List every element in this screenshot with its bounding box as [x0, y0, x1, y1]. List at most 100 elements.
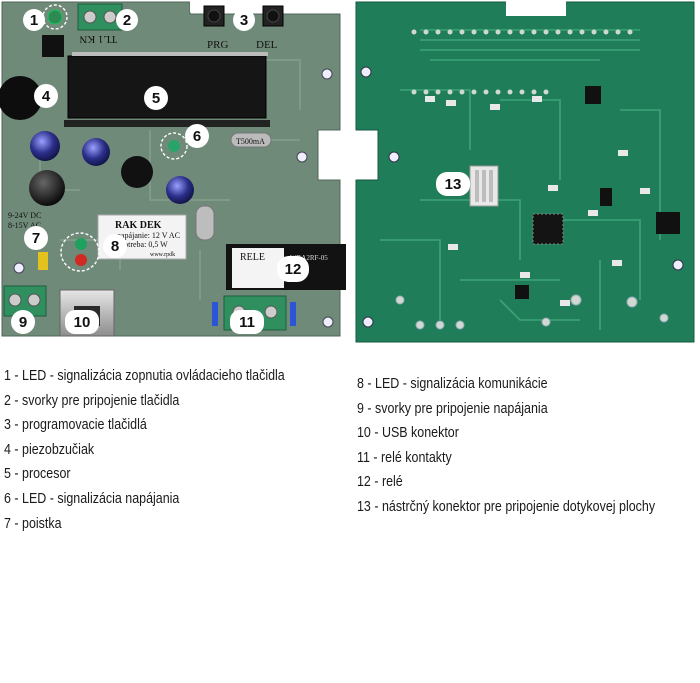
prg-button-cap [207, 9, 221, 23]
callout-6: 6 [185, 124, 209, 148]
callout-1: 1 [23, 9, 45, 31]
silk-tl-kn: TL1 KN [79, 33, 117, 45]
callout-8: 8 [103, 234, 127, 258]
mount-hole [388, 151, 400, 163]
legend-left-item: 1 - LED - signalizácia zopnutia ovládaci… [4, 368, 285, 384]
led-6 [168, 140, 180, 152]
capacitor [30, 131, 60, 161]
svg-text:9: 9 [19, 314, 27, 331]
legend-left-item: 3 - programovacie tlačidlá [4, 417, 147, 434]
callouts: 1 2 3 4 5 6 7 8 9 10 11 12 13 [11, 4, 470, 334]
screw [103, 10, 117, 24]
fuse-yellow [38, 252, 48, 270]
dashed-ring [160, 132, 188, 160]
svg-text:6: 6 [193, 128, 201, 145]
screw [83, 10, 97, 24]
svg-text:1: 1 [30, 12, 38, 29]
svg-text:10: 10 [74, 314, 91, 331]
capacitor [166, 176, 194, 204]
legend-right-item: 11 - relé kontakty [357, 449, 452, 466]
svg-text:7: 7 [32, 230, 40, 247]
callout-7: 7 [24, 226, 48, 250]
screw [8, 293, 22, 307]
legend-right-item: 12 - relé [357, 474, 403, 491]
screw [27, 293, 41, 307]
legend-right-item: 13 - nástrčný konektor pre pripojenie do… [357, 498, 656, 515]
label-line3: www.rpdk [150, 252, 175, 258]
back-traces [380, 29, 661, 330]
legend-left-item: 4 - piezobzučiak [4, 441, 95, 458]
ic-soic-2 [600, 188, 612, 206]
processor-socket [64, 120, 270, 127]
ic-soic [585, 86, 601, 104]
svg-text:5: 5 [152, 90, 160, 107]
label-line2: spotreba: 0,5 W [117, 240, 168, 249]
relay-label-text: RELE [240, 252, 265, 263]
label-title: RAK DEK [115, 220, 162, 231]
transistor-dark [656, 212, 680, 234]
silk-fuse: T500mA [236, 137, 265, 146]
connector-pins [475, 170, 493, 202]
legend-right-item: 9 - svorky pre pripojenie napájania [357, 400, 548, 417]
legend-right: 8 - LED - signalizácia komunikácie 9 - sv… [357, 372, 655, 520]
silk-voltage-dc: 9-24V DC [8, 211, 41, 220]
label-line1: napájanie: 12 V AC [117, 231, 180, 240]
smd-components [425, 96, 650, 306]
processor-chip [67, 55, 267, 119]
mount-hole [296, 151, 308, 163]
mount-hole [360, 66, 372, 78]
back-board [355, 0, 695, 343]
led-green [75, 238, 87, 250]
callout-11: 11 [230, 310, 264, 334]
blue-wire [290, 302, 296, 326]
dashed-ring [60, 232, 100, 272]
callout-2: 2 [116, 9, 138, 31]
del-button-cap [266, 9, 280, 23]
mount-hole [362, 316, 374, 328]
front-board: TL1 KN PRG DEL T500mA 9-24V DC 8-15V AC [0, 0, 350, 337]
mount-hole [322, 316, 334, 328]
pcb-photos: TL1 KN PRG DEL T500mA 9-24V DC 8-15V AC [0, 0, 695, 343]
ic-qfp [532, 213, 564, 245]
fuse-holder [230, 132, 272, 148]
screw [264, 305, 278, 319]
callout-13: 13 [436, 172, 470, 196]
relay-code: WRA2RF-05 [290, 254, 328, 262]
svg-text:13: 13 [445, 176, 462, 193]
svg-text:11: 11 [239, 314, 255, 331]
ic-sot [515, 285, 529, 299]
callout-3: 3 [233, 9, 255, 31]
back-notch [506, 0, 566, 16]
legend-left-item: 5 - procesor [4, 466, 71, 483]
callout-4: 4 [34, 84, 58, 108]
mount-hole [13, 262, 25, 274]
bottom-pads [395, 294, 669, 330]
callout-12: 12 [277, 256, 309, 282]
legend-right-item: 8 - LED - signalizácia komunikácie [357, 376, 548, 392]
svg-text:12: 12 [285, 261, 302, 278]
piezo-buzzer [0, 76, 42, 120]
mount-hole [672, 259, 684, 271]
svg-text:3: 3 [240, 12, 248, 29]
led-red [75, 254, 87, 266]
svg-text:2: 2 [123, 12, 131, 29]
chip-pins [72, 52, 268, 56]
relay-label [232, 248, 284, 288]
callout-9: 9 [11, 310, 35, 334]
legend-right-item: 10 - USB konektor [357, 425, 459, 442]
blue-wire [212, 302, 218, 326]
silk-prg: PRG [207, 39, 228, 51]
led-1 [47, 9, 63, 25]
silk-voltage-ac: 8-15V AC [8, 221, 41, 230]
pin-header-pads [411, 29, 633, 95]
legend-left-item: 2 - svorky pre pripojenie tlačidla [4, 392, 180, 409]
ic-small [42, 35, 64, 57]
legend-left-item: 6 - LED - signalizácia napájania [4, 490, 180, 507]
capacitor-black [29, 170, 65, 206]
callout-5: 5 [144, 86, 168, 110]
silk-del: DEL [256, 39, 278, 51]
svg-text:4: 4 [42, 88, 51, 105]
legend-left-item: 7 - poistka [4, 515, 62, 532]
callout-10: 10 [65, 310, 99, 334]
legend-left: 1 - LED - signalizácia zopnutia ovládaci… [4, 364, 285, 536]
